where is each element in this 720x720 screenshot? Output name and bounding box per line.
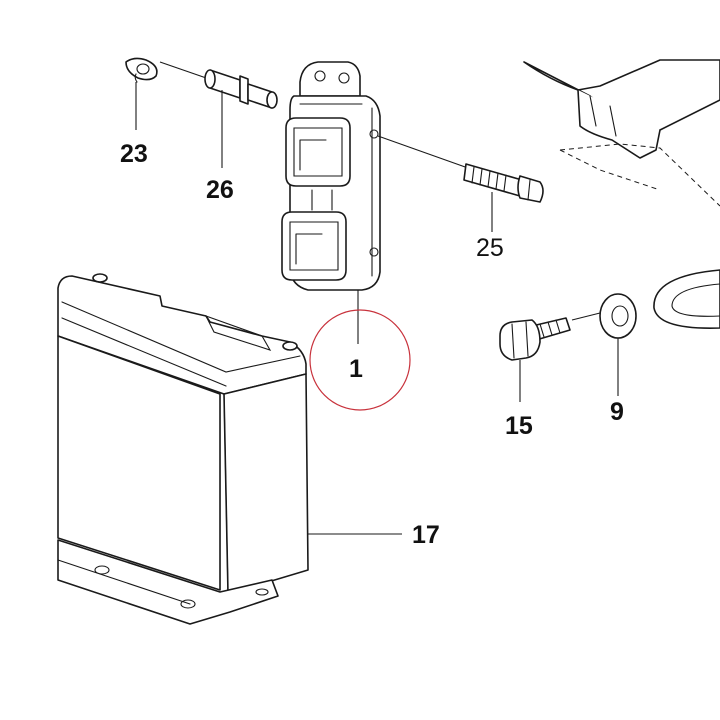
axis-line-26 (159, 61, 213, 81)
callout-15[interactable]: 15 (505, 412, 533, 440)
part-25-bolt[interactable] (463, 163, 544, 203)
part-26-stud[interactable] (204, 69, 278, 109)
part-17-control-unit[interactable] (57, 273, 309, 625)
part-1-connector-bracket[interactable] (281, 61, 381, 291)
callout-26[interactable]: 26 (206, 176, 234, 204)
callout-23[interactable]: 23 (120, 140, 148, 168)
callout-25[interactable]: 25 (476, 234, 504, 262)
housing-cover-cropped (523, 59, 720, 207)
axis-line-25 (377, 135, 469, 169)
callout-17[interactable]: 17 (412, 521, 440, 549)
mounting-boss-cropped (653, 269, 720, 329)
part-9-washer[interactable] (599, 293, 637, 339)
part-23-nut[interactable] (125, 57, 158, 83)
callout-1[interactable]: 1 (349, 355, 363, 383)
axis-line-9 (571, 311, 605, 321)
part-15-flange-bolt[interactable] (499, 317, 571, 361)
callout-9[interactable]: 9 (610, 398, 624, 426)
highlight-circle-part-1 (309, 309, 411, 411)
